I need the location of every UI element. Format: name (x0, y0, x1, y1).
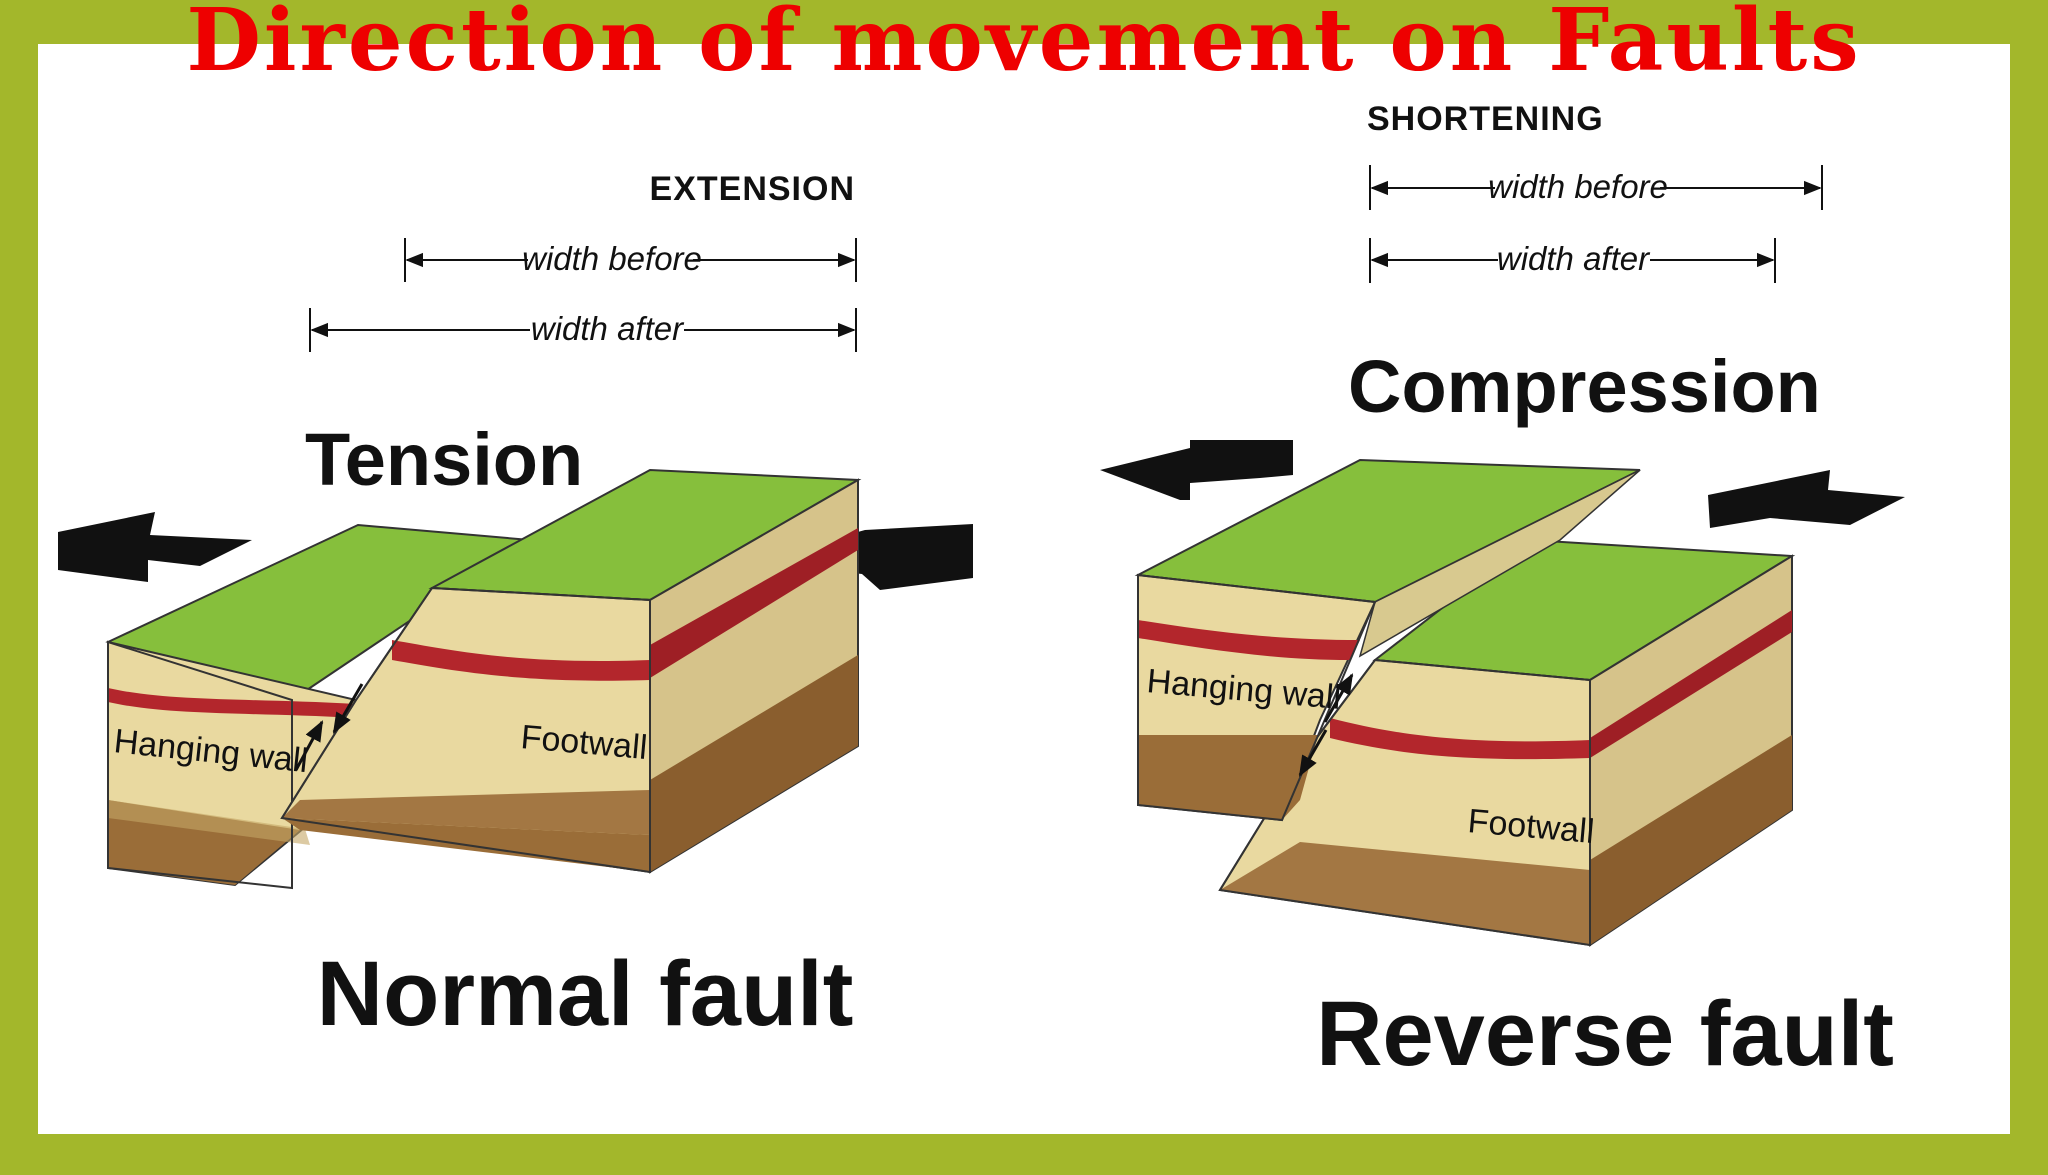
page-title: Direction of movement on Faults (186, 0, 1862, 91)
width-before-label: width before (522, 240, 702, 277)
reverse-fault-title: Reverse fault (1316, 983, 1894, 1085)
normal-fault-diagram: EXTENSION width before width after Tensi… (58, 170, 973, 1045)
arrow-left-icon (1708, 470, 1905, 528)
shortening-label: SHORTENING (1367, 100, 1604, 138)
slip-arrow-icon (294, 683, 364, 771)
slip-arrow-icon (1298, 673, 1354, 777)
reverse-fault-diagram: SHORTENING width before width after Comp… (1100, 100, 1905, 1085)
tension-label: Tension (305, 418, 583, 501)
normal-fault-title: Normal fault (317, 943, 854, 1045)
arrow-left-icon (58, 512, 252, 582)
width-before-measure-reverse: width before (1369, 165, 1823, 210)
width-after-label: width after (531, 310, 685, 347)
width-after-measure-reverse: width after (1369, 238, 1776, 283)
width-before-label-reverse: width before (1488, 168, 1668, 205)
width-before-measure: width before (404, 238, 857, 282)
compression-label: Compression (1348, 345, 1821, 428)
extension-label: EXTENSION (650, 170, 855, 208)
arrow-right-icon (1100, 440, 1293, 500)
width-after-measure: width after (309, 308, 857, 352)
width-after-label-reverse: width after (1497, 240, 1651, 277)
